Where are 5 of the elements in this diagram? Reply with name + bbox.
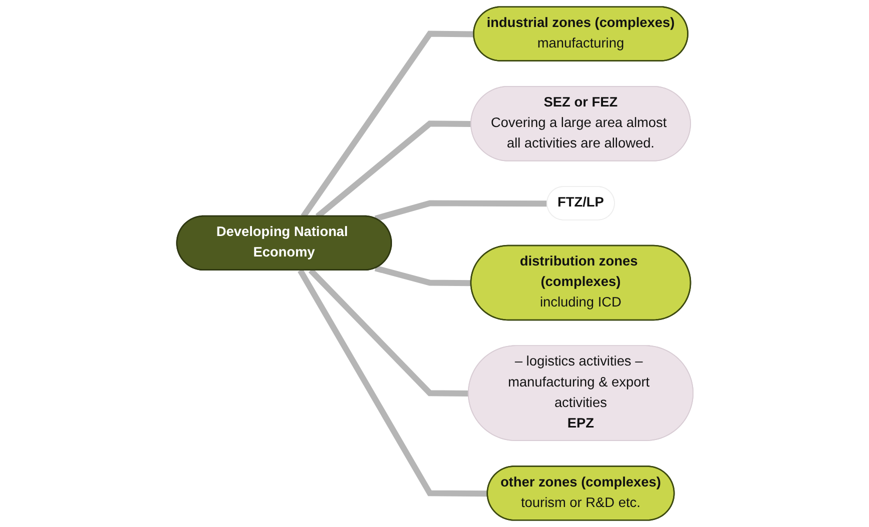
node-text: FTZ/LP — [557, 195, 604, 210]
connector — [374, 200, 547, 222]
connector — [308, 268, 468, 397]
connector — [297, 268, 488, 497]
connector — [374, 265, 471, 286]
